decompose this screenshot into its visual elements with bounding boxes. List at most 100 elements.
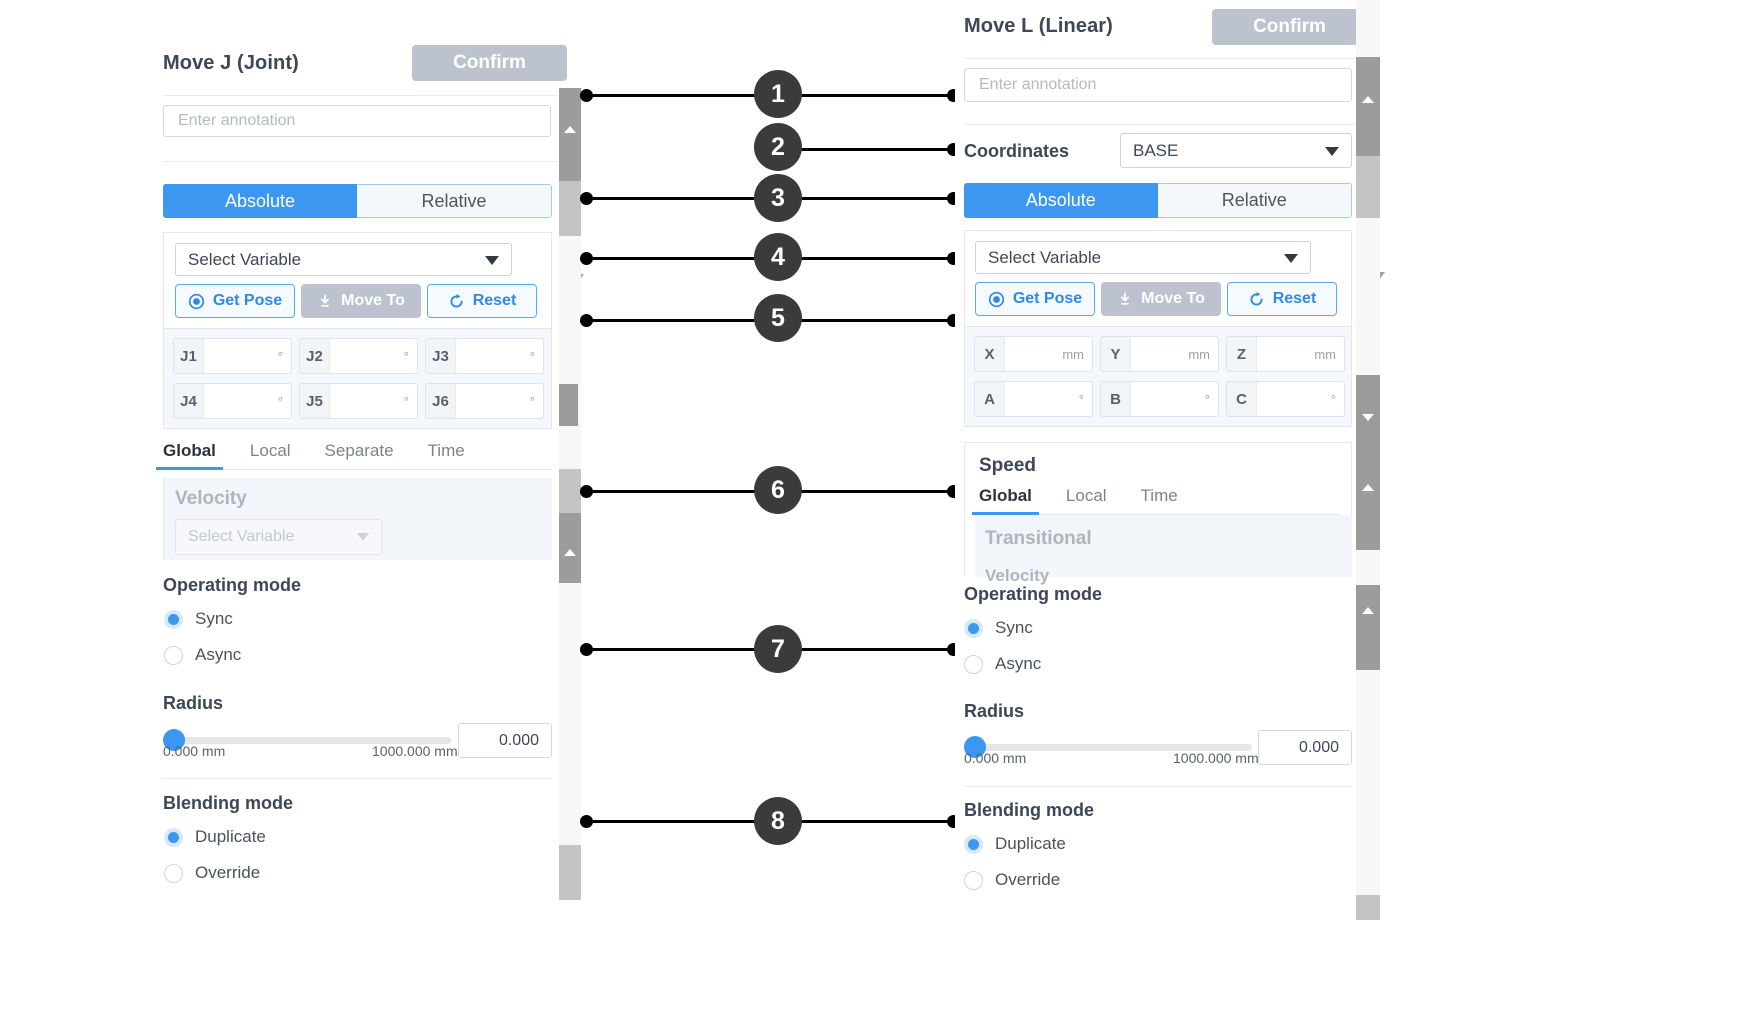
pose-field-z-value[interactable] — [1257, 337, 1314, 371]
move-l-speed-tab-global[interactable]: Global — [972, 486, 1039, 515]
move-j-scrollbar[interactable] — [559, 88, 581, 900]
move-l-reset-button[interactable]: Reset — [1227, 282, 1337, 316]
move-j-move-to-button[interactable]: Move To — [301, 284, 421, 318]
move-l-transitional-block: Transitional Velocity — [975, 515, 1352, 585]
callout-6: 6 — [754, 466, 802, 514]
move-l-operating-mode-async[interactable]: Async — [964, 654, 1041, 674]
move-l-blending-mode-duplicate[interactable]: Duplicate — [964, 834, 1066, 854]
joint-field-j6-value[interactable] — [456, 384, 530, 418]
move-l-speed-tab-time[interactable]: Time — [1140, 486, 1178, 505]
scrollbar-thumb-2[interactable] — [1356, 156, 1380, 218]
move-l-speed-tab-local[interactable]: Local — [1065, 486, 1107, 505]
joint-field-j4-value[interactable] — [204, 384, 278, 418]
slider-knob[interactable] — [163, 729, 185, 751]
pose-field-b[interactable]: B ° — [1100, 381, 1219, 417]
joint-field-j5[interactable]: J5 ° — [299, 383, 418, 419]
scrollbar-thumb-6[interactable] — [1356, 895, 1380, 920]
pose-field-y-key: Y — [1101, 337, 1131, 371]
move-j-operating-mode-sync[interactable]: Sync — [164, 609, 233, 629]
scrollbar-thumb-5[interactable] — [559, 513, 581, 583]
move-j-tab-relative[interactable]: Relative — [357, 184, 552, 218]
chevron-down-icon — [485, 255, 499, 265]
scrollbar-track-3[interactable] — [1356, 670, 1380, 895]
move-j-speed-tab-local[interactable]: Local — [249, 441, 291, 460]
refresh-icon — [1250, 291, 1263, 305]
move-j-blending-mode-override[interactable]: Override — [164, 863, 260, 883]
scrollbar-track-2[interactable] — [559, 426, 581, 469]
move-j-radius-value-input[interactable]: 0.000 — [458, 723, 552, 758]
joint-field-j3-key: J3 — [426, 339, 456, 373]
move-j-blending-mode-duplicate[interactable]: Duplicate — [164, 827, 266, 847]
pose-field-x-value[interactable] — [1005, 337, 1062, 371]
callout-1: 1 — [754, 70, 802, 118]
move-l-tab-relative[interactable]: Relative — [1157, 183, 1352, 218]
chevron-up-icon — [1362, 96, 1374, 103]
scrollbar-thumb-1[interactable] — [559, 88, 581, 181]
move-j-variable-select[interactable]: Select Variable — [175, 243, 512, 276]
joint-field-j3-value[interactable] — [456, 339, 530, 373]
move-j-speed-tab-global[interactable]: Global — [156, 441, 223, 470]
move-j-speed-tab-time[interactable]: Time — [427, 441, 465, 460]
joint-field-j2[interactable]: J2 ° — [299, 338, 418, 374]
scrollbar-thumb-3[interactable] — [1356, 375, 1380, 460]
move-l-get-pose-button[interactable]: Get Pose — [975, 282, 1095, 316]
joint-field-j3[interactable]: J3 ° — [425, 338, 544, 374]
scrollbar-thumb-1[interactable] — [1356, 57, 1380, 156]
move-j-velocity-select[interactable]: Select Variable — [175, 519, 382, 555]
pose-field-y[interactable]: Y mm — [1100, 336, 1219, 372]
divider-under-title — [163, 95, 558, 96]
move-l-radius-value-input[interactable]: 0.000 — [1258, 730, 1352, 765]
pose-field-c-value[interactable] — [1257, 382, 1331, 416]
joint-field-j5-value[interactable] — [330, 384, 404, 418]
scrollbar-thumb-4[interactable] — [559, 469, 581, 513]
scrollbar-track-1[interactable] — [559, 236, 581, 384]
joint-field-j2-value[interactable] — [330, 339, 404, 373]
move-j-confirm-button[interactable]: Confirm — [412, 45, 567, 81]
move-l-blending-mode-override-label: Override — [995, 870, 1061, 889]
pose-field-z[interactable]: Z mm — [1226, 336, 1345, 372]
pose-field-y-value[interactable] — [1131, 337, 1188, 371]
move-l-blending-mode-override[interactable]: Override — [964, 870, 1060, 890]
move-l-operating-mode-sync[interactable]: Sync — [964, 618, 1033, 638]
pose-field-x[interactable]: X mm — [974, 336, 1093, 372]
move-l-scrollbar[interactable] — [1356, 0, 1380, 920]
pose-field-a[interactable]: A ° — [974, 381, 1093, 417]
scrollbar-thumb-4[interactable] — [1356, 460, 1380, 550]
joint-field-j1-value[interactable] — [204, 339, 278, 373]
scrollbar-track-0[interactable] — [1356, 0, 1380, 57]
scrollbar-track-2[interactable] — [1356, 550, 1380, 585]
scrollbar-thumb-3[interactable] — [559, 384, 578, 426]
move-l-tab-absolute[interactable]: Absolute — [964, 183, 1158, 218]
pose-field-b-value[interactable] — [1131, 382, 1205, 416]
move-j-tab-absolute[interactable]: Absolute — [163, 184, 357, 218]
callout-8-right-line — [800, 820, 952, 823]
move-l-radius-slider[interactable] — [964, 735, 1252, 759]
slider-track — [167, 737, 451, 744]
move-l-confirm-button[interactable]: Confirm — [1212, 9, 1367, 45]
move-l-variable-select[interactable]: Select Variable — [975, 241, 1311, 274]
slider-knob[interactable] — [964, 736, 986, 758]
move-j-reset-button[interactable]: Reset — [427, 284, 537, 318]
scrollbar-thumb-5[interactable] — [1356, 585, 1380, 670]
scrollbar-thumb-6[interactable] — [559, 845, 581, 900]
joint-field-j4[interactable]: J4 ° — [173, 383, 292, 419]
move-j-annotation-input[interactable] — [163, 105, 551, 137]
pose-field-a-value[interactable] — [1005, 382, 1079, 416]
move-l-annotation-input[interactable] — [964, 68, 1352, 102]
move-l-coordinates-select[interactable]: BASE — [1120, 133, 1352, 168]
scrollbar-track-1[interactable] — [1356, 218, 1380, 375]
scrollbar-thumb-2[interactable] — [559, 181, 581, 236]
joint-field-j6-unit: ° — [529, 393, 535, 409]
scrollbar-track-3[interactable] — [559, 583, 581, 845]
joint-field-j6[interactable]: J6 ° — [425, 383, 544, 419]
pose-field-c[interactable]: C ° — [1226, 381, 1345, 417]
move-j-get-pose-button[interactable]: Get Pose — [175, 284, 295, 318]
joint-field-j1[interactable]: J1 ° — [173, 338, 292, 374]
move-j-operating-mode-label: Operating mode — [163, 575, 302, 595]
radio-icon — [964, 870, 983, 890]
move-j-speed-tab-separate[interactable]: Separate — [324, 441, 394, 460]
move-j-radius-slider[interactable] — [163, 728, 451, 752]
move-j-operating-mode-async[interactable]: Async — [164, 645, 241, 665]
move-l-move-to-button[interactable]: Move To — [1101, 282, 1221, 316]
